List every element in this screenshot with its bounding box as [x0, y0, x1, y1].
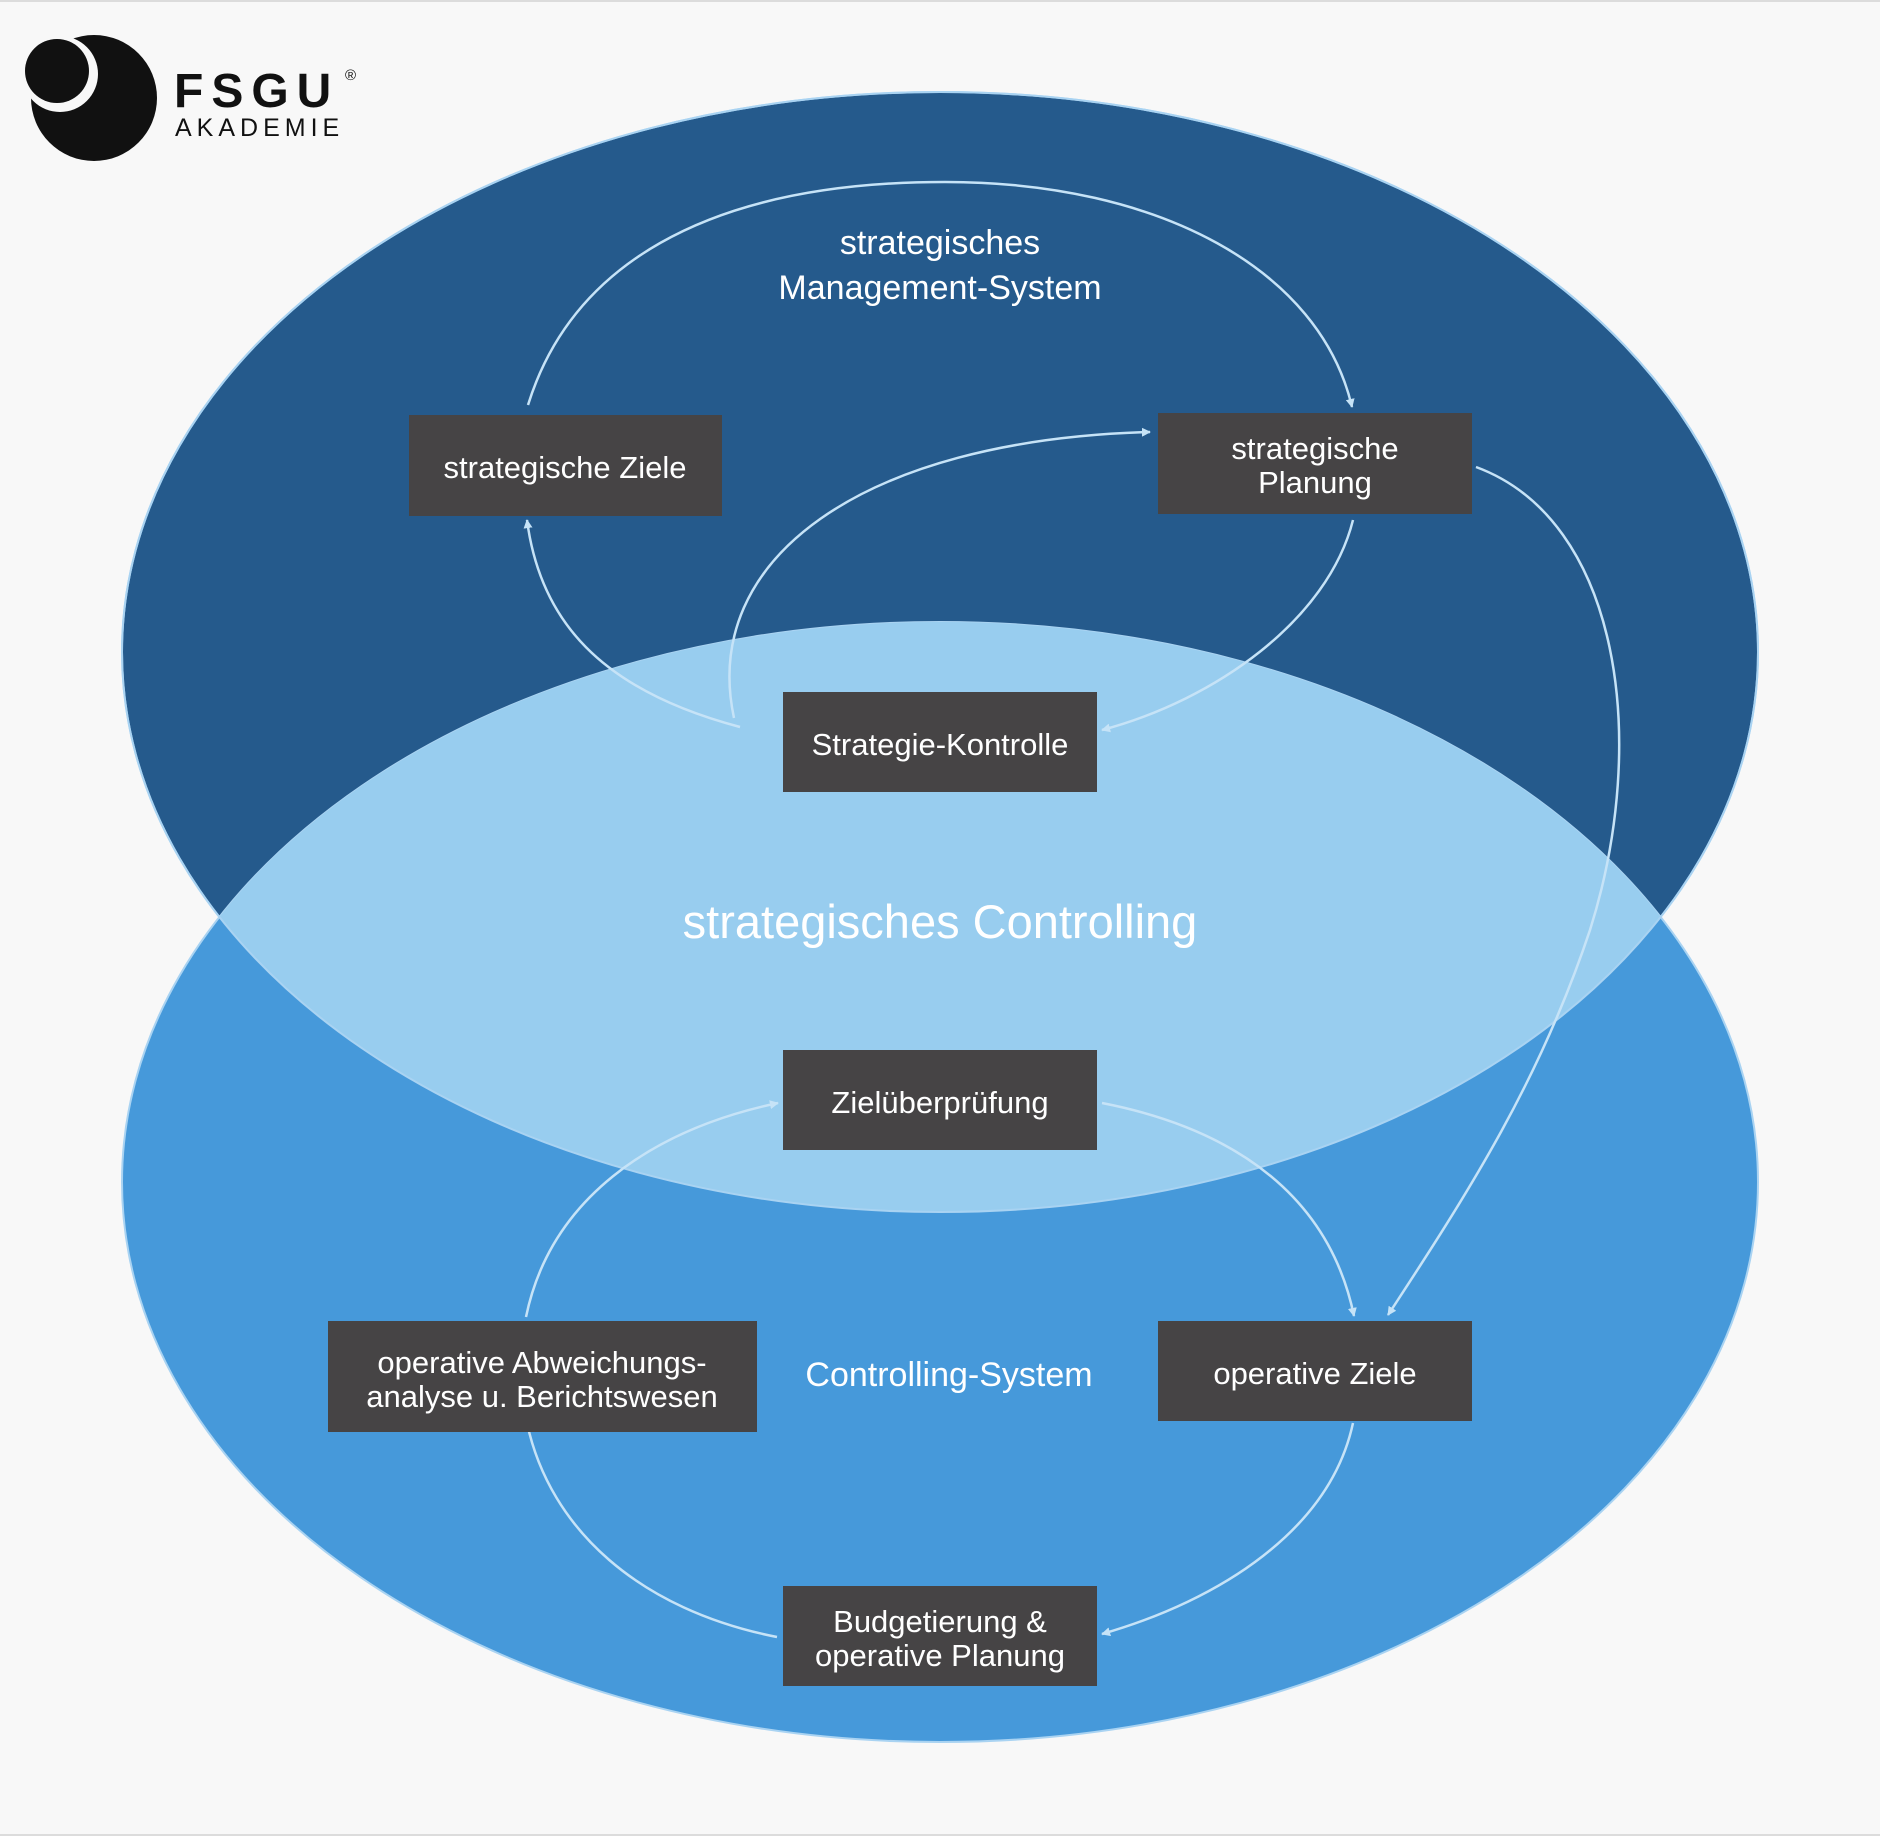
box-zielueberpruefung: Zielüberprüfung: [783, 1050, 1097, 1150]
box-strategische-planung: strategische Planung: [1158, 413, 1472, 514]
box-abweichungsanalyse-line2: analyse u. Berichtswesen: [366, 1379, 718, 1414]
arrow-budgetierung-to-abweichung: [524, 1422, 778, 1639]
box-strategie-kontrolle: Strategie-Kontrolle: [783, 692, 1097, 792]
box-zielueberpruefung-text: Zielüberprüfung: [831, 1085, 1048, 1120]
box-strategische-planung-line2: Planung: [1258, 465, 1372, 500]
box-strategische-planung-line1: strategische: [1231, 431, 1398, 466]
box-budgetierung-line1: Budgetierung &: [833, 1604, 1047, 1639]
box-operative-ziele-text: operative Ziele: [1213, 1356, 1416, 1391]
box-budgetierung-line2: operative Planung: [815, 1638, 1065, 1673]
management-system-label-line2: Management-System: [778, 269, 1101, 307]
arrow-kontrolle-to-planung: [728, 427, 1151, 719]
arrow-kontrolle-to-ziele: [523, 519, 741, 729]
box-strategische-ziele-text: strategische Ziele: [444, 450, 687, 485]
fsgu-logo: FSGU ® AKADEMIE: [22, 35, 356, 161]
box-strategie-kontrolle-text: Strategie-Kontrolle: [812, 727, 1069, 762]
controlling-system-label: Controlling-System: [805, 1356, 1092, 1394]
arrow-operative-ziele-to-budgetierung: [1101, 1422, 1355, 1637]
fsgu-logo-registered: ®: [345, 67, 356, 84]
management-system-label-line1: strategisches: [840, 224, 1040, 262]
arrow-planung-to-kontrolle: [1101, 519, 1355, 733]
fsgu-logo-subtitle: AKADEMIE: [175, 114, 344, 142]
overlap-region: [122, 622, 1758, 1212]
arrow-planung-to-operative-ziele: [1386, 465, 1621, 1316]
arrow-zielueberpruefung-to-operative-ziele: [1101, 1101, 1357, 1317]
overlap-outline: [121, 91, 1759, 1213]
arrow-abweichung-to-zielueberpruefung: [524, 1100, 779, 1318]
box-operative-ziele: operative Ziele: [1158, 1321, 1472, 1421]
bottom-border: [0, 1834, 1880, 1836]
box-budgetierung: Budgetierung & operative Planung: [783, 1586, 1097, 1686]
fsgu-logo-icon: [22, 35, 157, 161]
box-abweichungsanalyse: operative Abweichungs- analyse u. Berich…: [328, 1321, 757, 1432]
arrow-ziele-to-planung: [526, 180, 1355, 408]
fsgu-logo-title: FSGU: [174, 65, 339, 118]
strategic-controlling-label: strategisches Controlling: [683, 895, 1198, 948]
top-border: [0, 0, 1880, 2]
box-strategische-ziele: strategische Ziele: [409, 415, 722, 516]
box-abweichungsanalyse-line1: operative Abweichungs-: [377, 1345, 706, 1380]
